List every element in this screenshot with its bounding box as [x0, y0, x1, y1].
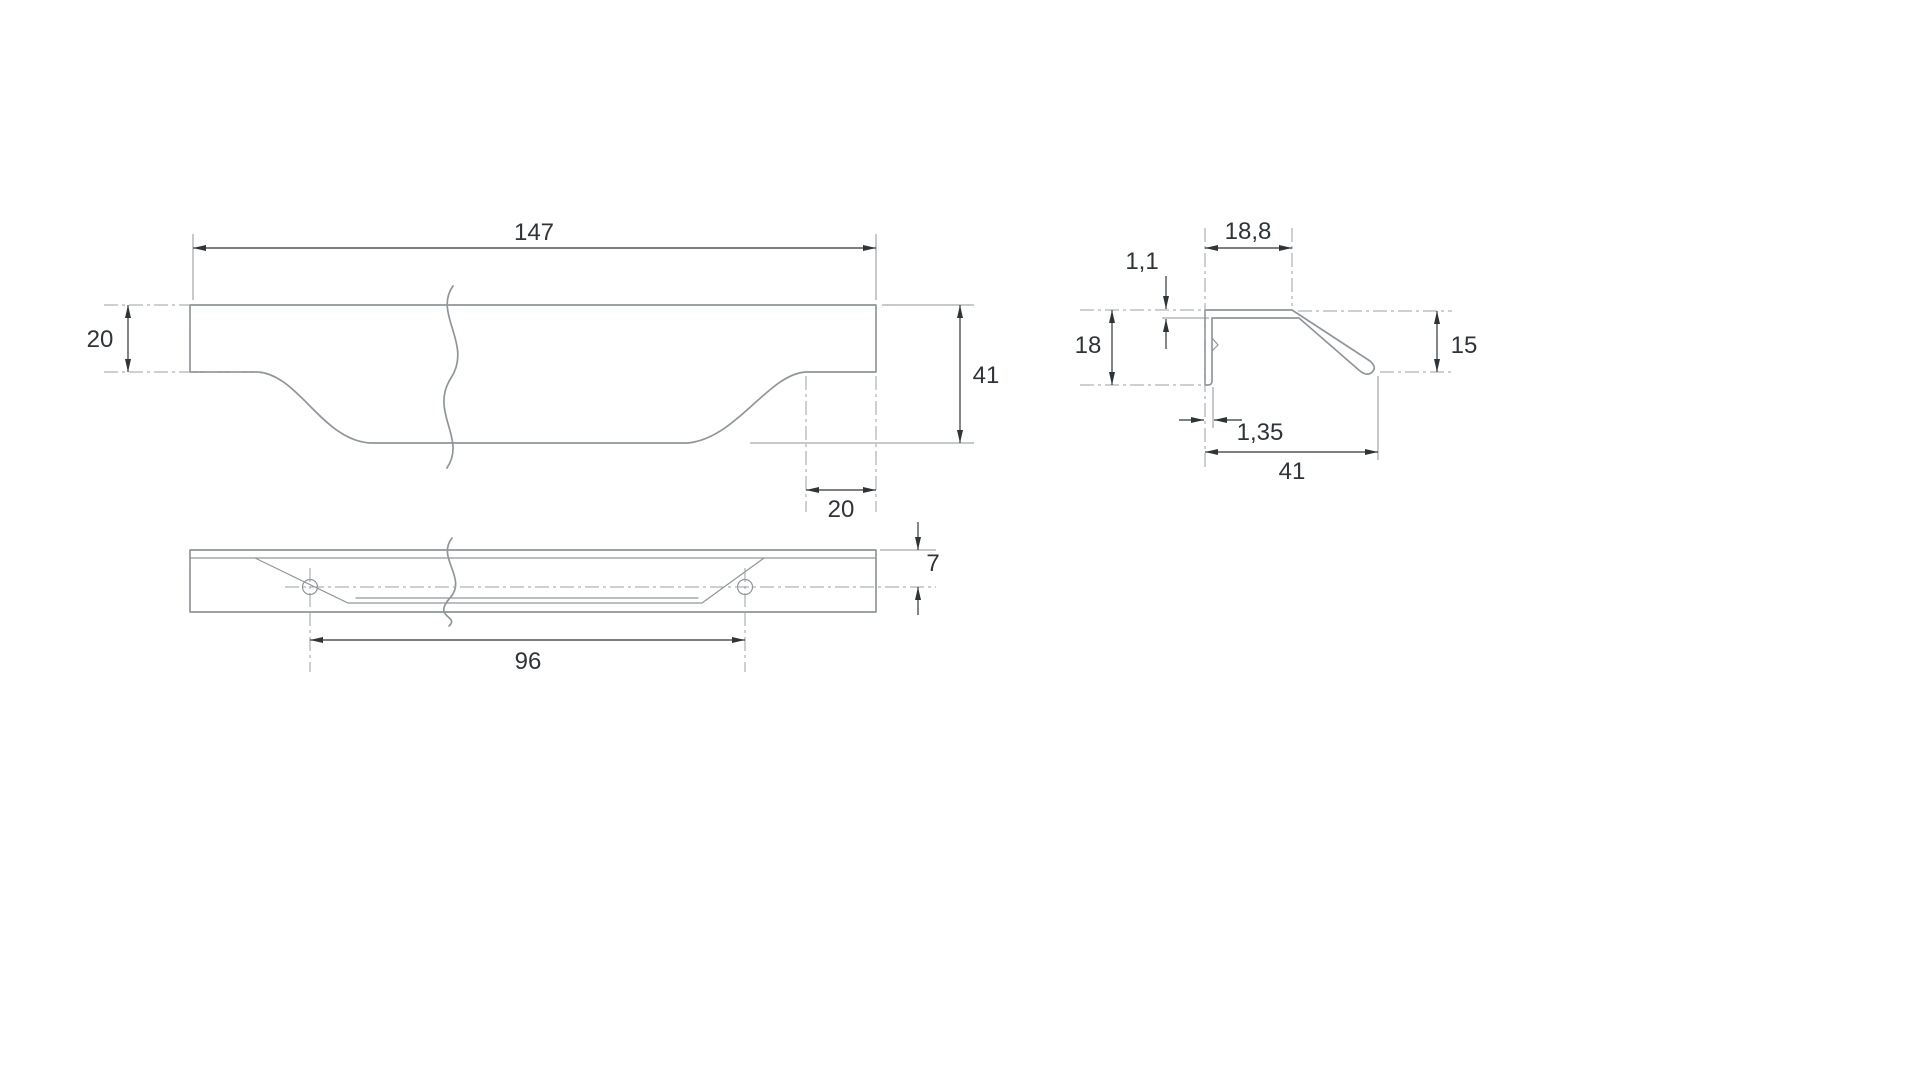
front-dim-length: 147	[192, 219, 877, 300]
dim-bottom-hole-spacing: 96	[515, 648, 542, 675]
side-view-outline	[1204, 309, 1376, 386]
side-dim-total-depth: 41	[1205, 376, 1379, 485]
side-view-centerlines	[1080, 228, 1452, 468]
dim-side-back-height: 18	[1075, 332, 1102, 359]
dim-front-end-flat: 20	[828, 496, 855, 523]
bottom-view-centerlines	[285, 568, 936, 608]
bottom-view-outline	[189, 549, 877, 613]
dim-side-top-width: 18,8	[1225, 218, 1272, 245]
side-view	[1204, 309, 1376, 386]
dim-front-left-height: 20	[87, 326, 114, 353]
side-dim-flange-thickness: 1,1	[1125, 248, 1209, 349]
bottom-dim-edge-offset: 7	[880, 522, 940, 615]
front-view	[189, 285, 877, 469]
side-dim-lip-height: 15	[1434, 311, 1478, 372]
side-view-snap-notch	[1211, 337, 1219, 352]
front-view-centerlines	[104, 304, 260, 373]
dim-side-wall-thickness: 1,35	[1237, 419, 1284, 446]
dim-front-length: 147	[514, 219, 554, 246]
dim-front-total-height: 41	[973, 362, 1000, 389]
front-view-break-line	[443, 285, 459, 469]
side-dim-top-width: 18,8	[1205, 218, 1292, 251]
side-dim-wall-thickness: 1,35	[1179, 387, 1283, 446]
side-dim-back-height: 18	[1075, 310, 1115, 385]
front-dim-left-height: 20	[87, 305, 131, 372]
dim-side-lip-height: 15	[1451, 332, 1478, 359]
dim-side-flange-thickness: 1,1	[1125, 248, 1158, 275]
front-dim-end-flat: 20	[805, 376, 877, 523]
bottom-dim-hole-spacing: 96	[309, 612, 746, 675]
front-dim-total-height: 41	[750, 304, 1000, 444]
dim-bottom-edge-offset: 7	[926, 550, 939, 577]
bottom-recess-outline	[254, 557, 765, 604]
dim-side-total-depth: 41	[1279, 458, 1306, 485]
bottom-view	[189, 537, 877, 627]
bottom-view-break-line	[443, 537, 457, 627]
front-view-outline	[189, 304, 877, 444]
